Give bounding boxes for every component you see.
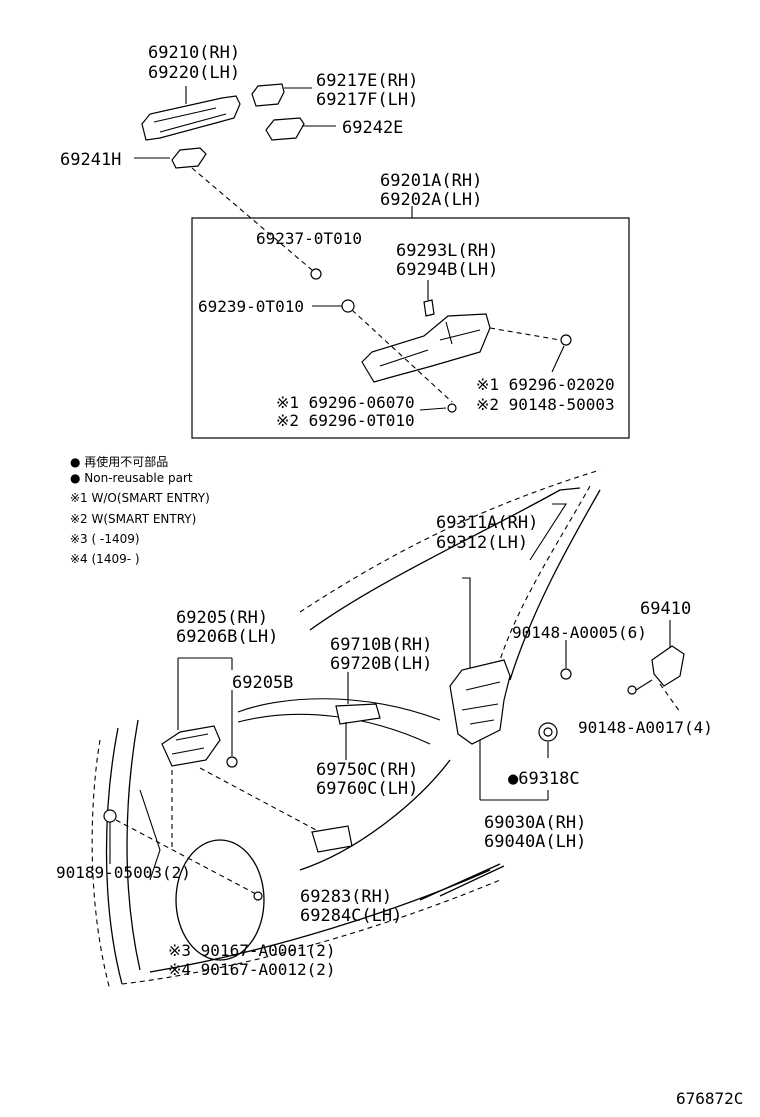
legend-nonreusable-en: ● Non-reusable part xyxy=(70,471,193,485)
label-69217e: 69217E(RH) xyxy=(316,71,418,91)
handle-gasket xyxy=(171,147,207,169)
door-outline xyxy=(91,469,601,991)
legend-note-1: ※1 W/O(SMART ENTRY) xyxy=(70,491,210,505)
label-69210: 69210(RH) xyxy=(148,43,240,63)
label-90189-05003: 90189-05003(2) xyxy=(56,863,191,882)
inside-handle-group xyxy=(161,657,441,853)
label-69202a: 69202A(LH) xyxy=(380,190,482,210)
outside-handle-group xyxy=(134,83,336,271)
label-69710b: 69710B(RH) xyxy=(330,635,432,655)
label-69237: 69237-0T010 xyxy=(256,229,362,248)
label-90167-a0012: ※4 90167-A0012(2) xyxy=(168,960,336,979)
label-69410: 69410 xyxy=(640,599,691,619)
label-69220: 69220(LH) xyxy=(148,63,240,83)
label-69720b: 69720B(LH) xyxy=(330,654,432,674)
diagram-code: 676872C xyxy=(676,1089,743,1108)
legend-note-2: ※2 W(SMART ENTRY) xyxy=(70,512,196,526)
label-69760c: 69760C(LH) xyxy=(316,779,418,799)
legend-note-3: ※3 ( -1409) xyxy=(70,532,140,546)
legend-nonreusable-jp: ● 再使用不可部品 xyxy=(70,454,168,469)
handle-frame-assembly xyxy=(310,268,572,413)
handle-cover xyxy=(251,83,285,107)
label-69217f: 69217F(LH) xyxy=(316,90,418,110)
label-69283: 69283(RH) xyxy=(300,887,392,907)
label-69205b: 69205B xyxy=(232,673,293,693)
label-69296-06070: ※1 69296-06070 xyxy=(276,393,415,412)
label-69241h: 69241H xyxy=(60,150,121,170)
label-69311a: 69311A(RH) xyxy=(436,513,538,533)
label-69030a: 69030A(RH) xyxy=(484,813,586,833)
label-69750c: 69750C(RH) xyxy=(316,760,418,780)
handle-pad xyxy=(265,117,305,141)
label-69284c: 69284C(LH) xyxy=(300,906,402,926)
lock-assembly xyxy=(103,503,685,901)
label-69293l: 69293L(RH) xyxy=(396,241,498,261)
legend-note-4: ※4 (1409- ) xyxy=(70,552,140,566)
label-69312: 69312(LH) xyxy=(436,533,528,553)
label-90148-50003: ※2 90148-50003 xyxy=(476,395,615,414)
label-90148-a0005: 90148-A0005(6) xyxy=(512,623,647,642)
label-90167-a0001: ※3 90167-A0001(2) xyxy=(168,941,336,960)
label-69205: 69205(RH) xyxy=(176,608,268,628)
label-69206b: 69206B(LH) xyxy=(176,627,278,647)
outside-handle xyxy=(141,95,241,141)
label-69296-02020: ※1 69296-02020 xyxy=(476,375,615,394)
label-69201a: 69201A(RH) xyxy=(380,171,482,191)
label-90148-a0017: 90148-A0017(4) xyxy=(578,718,713,737)
detail-box xyxy=(191,217,630,439)
label-69296-0t010: ※2 69296-0T010 xyxy=(276,411,415,430)
label-69318c: ●69318C xyxy=(508,769,580,789)
part-labels: 69210(RH) 69220(LH) 69217E(RH) 69217F(LH… xyxy=(56,43,743,1108)
label-69040a: 69040A(LH) xyxy=(484,832,586,852)
label-69242e: 69242E xyxy=(342,118,403,138)
label-69239: 69239-0T010 xyxy=(198,297,304,316)
legend: ● 再使用不可部品 ● Non-reusable part ※1 W/O(SMA… xyxy=(70,454,210,566)
label-69294b: 69294B(LH) xyxy=(396,260,498,280)
